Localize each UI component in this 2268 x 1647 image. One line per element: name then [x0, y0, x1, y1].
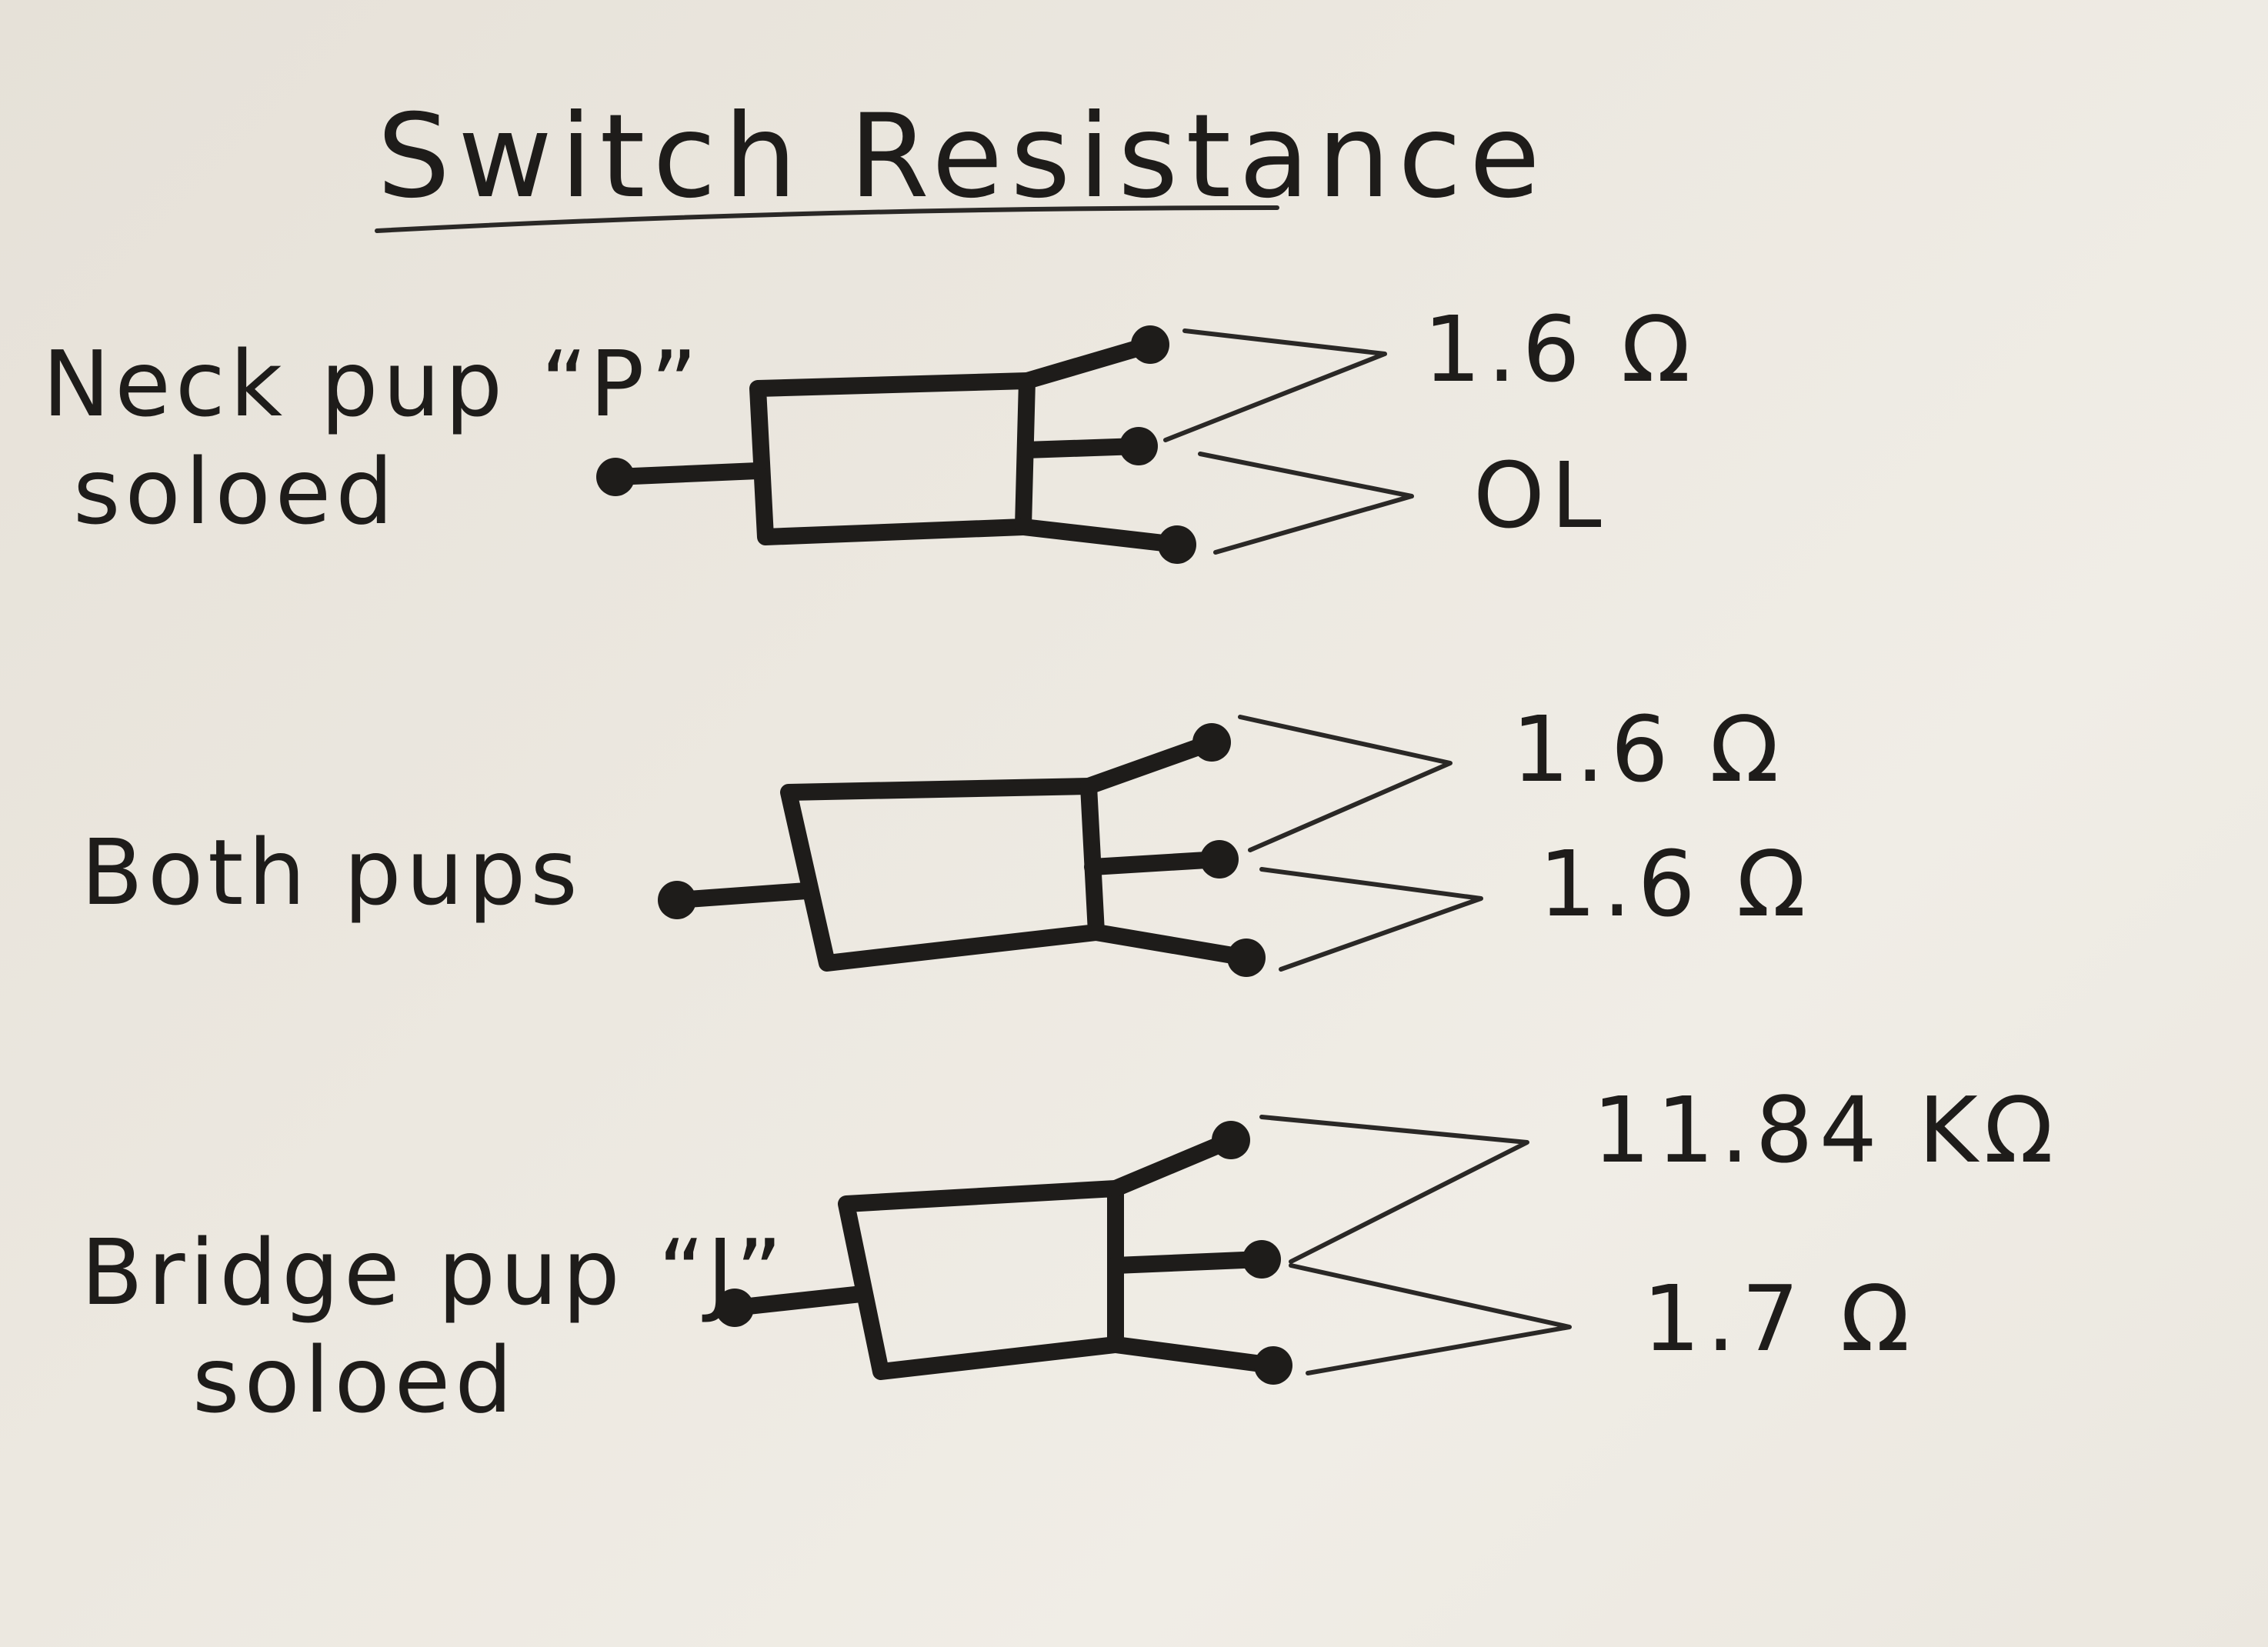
- switch-bridge: Bridge pup “J” soloed 11.84 KΩ 1.7 Ω: [81, 1077, 2060, 1433]
- switch-body-both: [780, 778, 1105, 972]
- upper-terminal-both: [1192, 723, 1231, 762]
- lower-terminal-both: [1227, 939, 1266, 977]
- bracket-lower-bridge: [1289, 1263, 1572, 1375]
- common-lead-neck: [607, 462, 766, 485]
- lower-lead-neck: [1015, 518, 1186, 553]
- middle-lead-both: [1084, 851, 1228, 875]
- row-label-bridge-line2: soloed: [192, 1327, 517, 1433]
- switch-body-neck: [749, 372, 1036, 545]
- middle-terminal-bridge: [1242, 1240, 1281, 1279]
- common-terminal-both: [658, 881, 696, 919]
- middle-lead-bridge: [1107, 1251, 1270, 1274]
- upper-lead-neck: [1019, 336, 1159, 389]
- switch-symbol-both: [658, 723, 1266, 977]
- upper-lead-both: [1080, 734, 1220, 795]
- bracket-upper-both: [1238, 715, 1453, 852]
- switch-neck: Neck pup “P” soloed 1.6 Ω OL: [42, 296, 1696, 564]
- lower-terminal-neck: [1158, 525, 1196, 564]
- common-terminal-bridge: [715, 1289, 754, 1327]
- lower-lead-bridge: [1107, 1336, 1282, 1374]
- lower-terminal-bridge: [1254, 1346, 1292, 1385]
- row-label-both-line1: Both pups: [81, 819, 582, 925]
- common-lead-bridge: [726, 1285, 870, 1316]
- switch-both: Both pups 1.6 Ω 1.6 Ω: [81, 696, 1812, 977]
- bracket-upper-bridge: [1259, 1115, 1529, 1264]
- value-lower-neck: OL: [1473, 442, 1608, 548]
- value-lower-bridge: 1.7 Ω: [1643, 1265, 1916, 1372]
- middle-terminal-both: [1200, 840, 1239, 879]
- value-lower-both: 1.6 Ω: [1539, 831, 1812, 937]
- value-upper-neck: 1.6 Ω: [1423, 296, 1696, 402]
- bracket-lower-neck: [1198, 452, 1414, 555]
- upper-lead-bridge: [1107, 1132, 1239, 1197]
- value-upper-bridge: 11.84 KΩ: [1593, 1077, 2060, 1183]
- switch-symbol-bridge: [715, 1121, 1292, 1385]
- bracket-upper-neck: [1163, 328, 1387, 442]
- row-label-bridge-line1: Bridge pup “J”: [81, 1219, 787, 1325]
- diagram-title: Switch Resistance: [377, 90, 1548, 224]
- value-upper-both: 1.6 Ω: [1512, 696, 1785, 802]
- switch-symbol-neck: [596, 325, 1196, 564]
- row-label-neck-line2: soloed: [73, 438, 398, 545]
- switch-body-bridge: [838, 1180, 1124, 1380]
- common-terminal-neck: [596, 458, 635, 496]
- common-lead-both: [669, 882, 815, 909]
- lower-lead-both: [1088, 924, 1255, 966]
- upper-terminal-bridge: [1212, 1121, 1250, 1159]
- title-underline: [375, 205, 1279, 233]
- middle-terminal-neck: [1119, 427, 1158, 465]
- upper-terminal-neck: [1131, 325, 1169, 364]
- row-label-neck-line1: Neck pup “P”: [42, 331, 702, 437]
- bracket-lower-both: [1259, 867, 1483, 972]
